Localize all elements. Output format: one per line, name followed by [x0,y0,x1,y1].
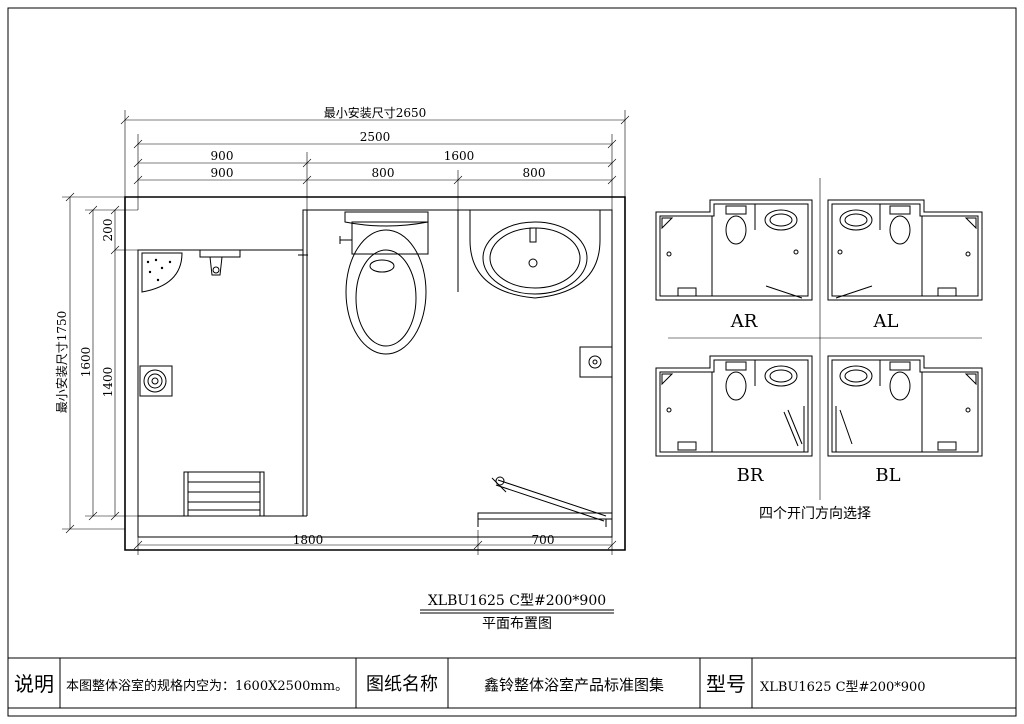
variant-label-br: BR [737,465,764,486]
dim-bottom-1800: 1800 [293,533,324,547]
variant-al-thumbnail [827,199,983,301]
name-value: 鑫铃整体浴室产品标准图集 [483,676,664,694]
desc-text: 本图整体浴室的规格内空为：1600X2500mm。 [66,679,349,694]
drawing-title: XLBU1625 C型#200*900 平面布置图 [420,593,614,632]
variant-ar-thumbnail [655,199,813,301]
drawing-subtitle: 平面布置图 [482,616,552,632]
shower-bench [183,471,265,517]
dim-1600: 1600 [79,347,93,378]
model-label: 型号 [706,672,746,696]
variant-label-bl: BL [875,465,900,486]
left-dimensions [62,192,138,534]
bottom-dimensions [133,530,617,555]
variant-br-thumbnail [655,355,813,457]
door-variants: AR AL BR BL 四个开门方向选择 [655,178,983,522]
dim-200: 200 [101,219,115,242]
dim-1400: 1400 [101,367,115,398]
variant-label-ar: AR [730,311,758,332]
name-label: 图纸名称 [366,674,438,695]
floor-drain [139,365,173,397]
top-dimensions [120,110,630,210]
variant-bl-thumbnail [827,355,983,457]
dim-bottom-700: 700 [532,533,555,547]
wall-drain [579,346,613,378]
dim-total-2500: 2500 [360,130,391,144]
drawing-frame [7,7,1017,717]
dim-right-1600: 1600 [444,149,475,163]
dim-min-install-height: 最小安装尺寸1750 [54,311,69,414]
dim-right-800: 800 [523,166,546,180]
variant-label-al: AL [873,311,899,332]
shower-mixer [199,249,241,276]
dim-mid-800: 800 [372,166,395,180]
desc-label: 说明 [14,672,54,696]
door [477,476,613,527]
variant-caption: 四个开门方向选择 [759,506,871,522]
main-plan: 最小安装尺寸2650 2500 900 1600 900 800 800 最小安… [54,105,630,555]
corner-shelf [141,252,183,293]
dim-left-900-b: 900 [211,166,234,180]
dim-min-install-width: 最小安装尺寸2650 [324,105,427,120]
dim-left-900-a: 900 [211,149,234,163]
washbasin [469,209,601,299]
title-block [7,657,1017,709]
toilet [339,211,429,355]
drawing-model: XLBU1625 C型#200*900 [428,593,606,609]
model-value: XLBU1625 C型#200*900 [760,680,926,695]
